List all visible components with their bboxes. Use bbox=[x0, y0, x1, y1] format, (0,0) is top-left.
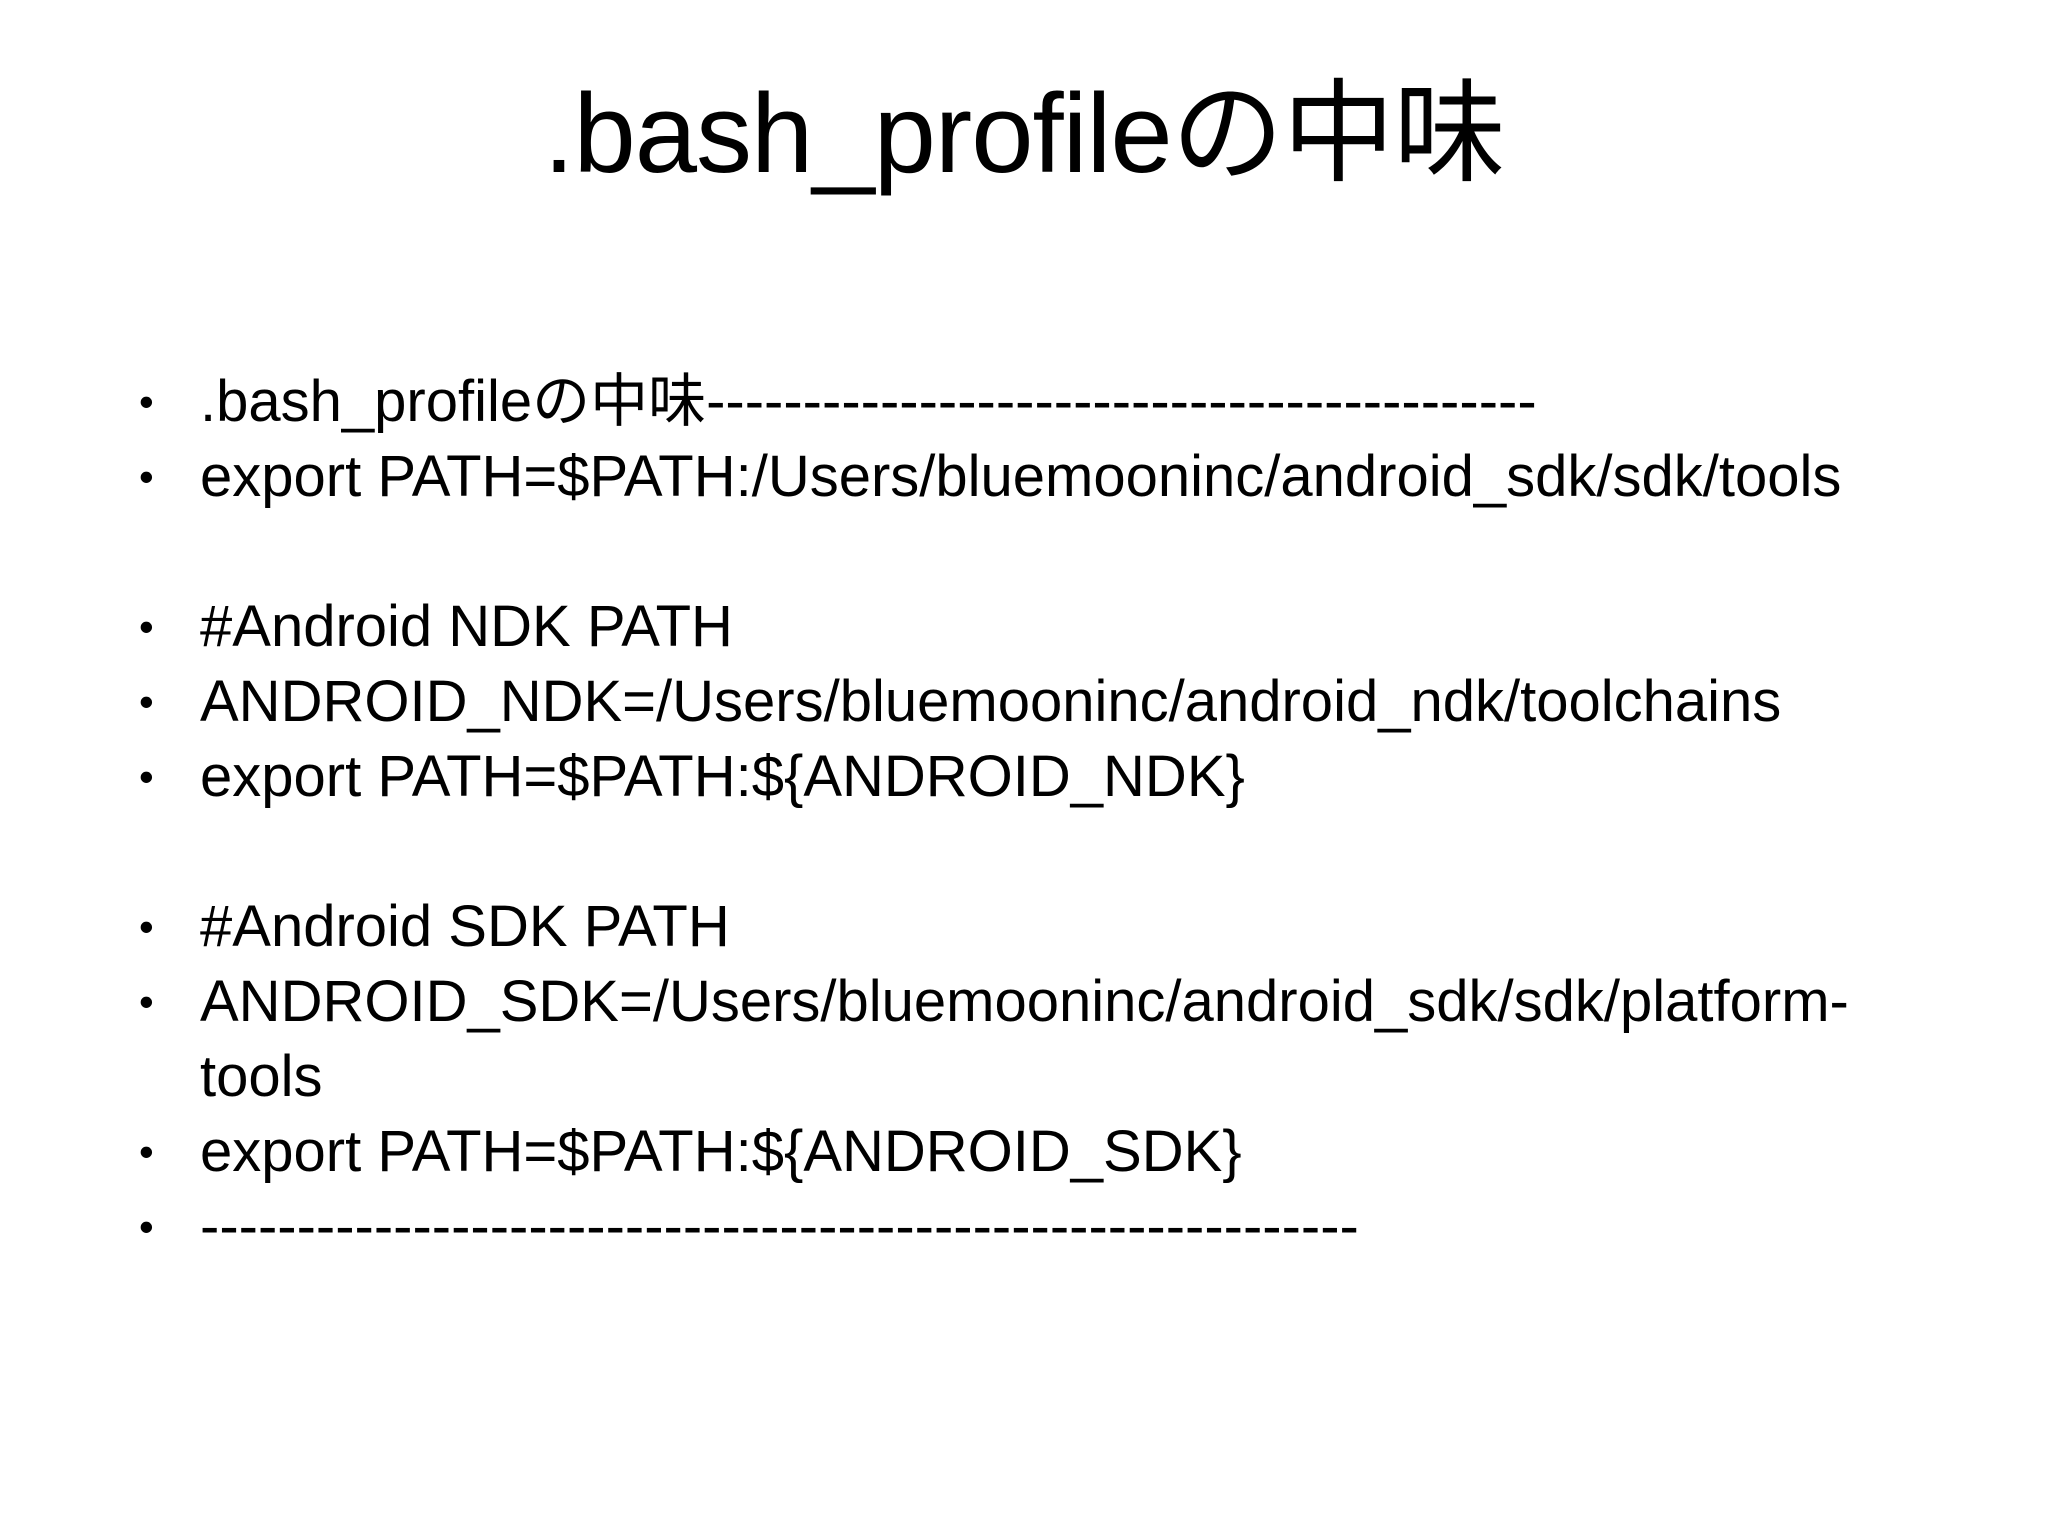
bullet-item-blank bbox=[135, 514, 1875, 589]
bullet-text: ANDROID_SDK=/Users/bluemooninc/android_s… bbox=[200, 969, 1849, 1110]
bullet-text: .bash_profileの中味------------------------… bbox=[200, 369, 1537, 435]
bullet-dot: • bbox=[139, 678, 154, 726]
bullet-list: • .bash_profileの中味----------------------… bbox=[135, 364, 1875, 1264]
bullet-item: • ANDROID_NDK=/Users/bluemooninc/android… bbox=[135, 664, 1875, 739]
bullet-item: • ANDROID_SDK=/Users/bluemooninc/android… bbox=[135, 964, 1875, 1114]
bullet-dot: • bbox=[139, 1128, 154, 1176]
bullet-dot: • bbox=[139, 978, 154, 1026]
bullet-text: export PATH=$PATH:/Users/bluemooninc/and… bbox=[200, 444, 1842, 510]
bullet-item: • #Android SDK PATH bbox=[135, 889, 1875, 964]
bullet-text: #Android NDK PATH bbox=[200, 594, 733, 660]
bullet-dot: • bbox=[139, 378, 154, 426]
bullet-dot: • bbox=[139, 603, 154, 651]
bullet-item: • export PATH=$PATH:${ANDROID_SDK} bbox=[135, 1114, 1875, 1189]
bullet-text: ----------------------------------------… bbox=[200, 1194, 1359, 1260]
bullet-item: • export PATH=$PATH:/Users/bluemooninc/a… bbox=[135, 439, 1875, 514]
bullet-item: • --------------------------------------… bbox=[135, 1189, 1875, 1264]
slide-title: .bash_profileの中味 bbox=[543, 71, 1505, 196]
bullet-dot: • bbox=[139, 453, 154, 501]
bullet-item: • #Android NDK PATH bbox=[135, 589, 1875, 664]
bullet-item: • .bash_profileの中味----------------------… bbox=[135, 364, 1875, 439]
bullet-text: export PATH=$PATH:${ANDROID_SDK} bbox=[200, 1119, 1242, 1185]
bullet-text: #Android SDK PATH bbox=[200, 894, 730, 960]
bullet-text: ANDROID_NDK=/Users/bluemooninc/android_n… bbox=[200, 669, 1782, 735]
bullet-dot: • bbox=[139, 753, 154, 801]
bullet-text: export PATH=$PATH:${ANDROID_NDK} bbox=[200, 744, 1245, 810]
bullet-item-blank bbox=[135, 814, 1875, 889]
bullet-dot: • bbox=[139, 1203, 154, 1251]
bullet-dot: • bbox=[139, 903, 154, 951]
bullet-item: • export PATH=$PATH:${ANDROID_NDK} bbox=[135, 739, 1875, 814]
